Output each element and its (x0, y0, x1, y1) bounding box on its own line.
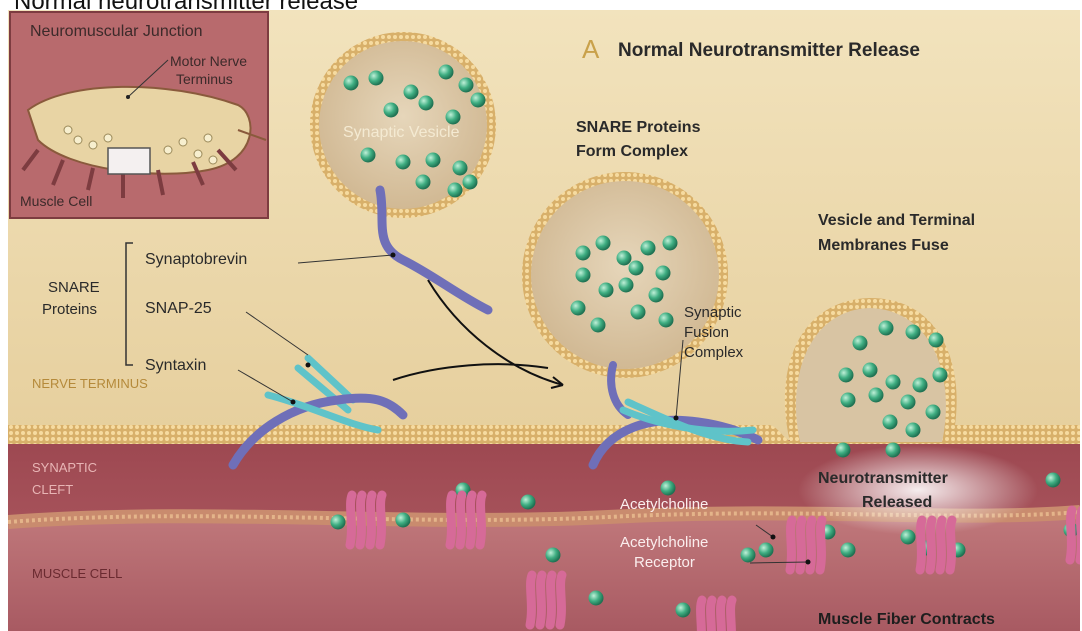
acetylcholine-molecule-2 (369, 71, 384, 86)
acetylcholine-molecule-4 (439, 65, 454, 80)
acetylcholine-molecule-31 (659, 313, 674, 328)
figure-heading: Normal Neurotransmitter Release (618, 40, 920, 61)
released-label-2: Released (862, 494, 932, 511)
synaptic-region-label: SYNAPTIC (32, 460, 97, 475)
acetylcholine-molecule-33 (879, 321, 894, 336)
acetylcholine-molecule-10 (361, 148, 376, 163)
inset-zoom-box (108, 148, 150, 174)
acetylcholine-molecule-48 (886, 443, 901, 458)
acetylcholine-molecule-32 (853, 336, 868, 351)
acetylcholine-molecule-44 (926, 405, 941, 420)
nerve-terminus-region-label: NERVE TERMINUS (32, 376, 148, 391)
acetylcholine-molecule-40 (933, 368, 948, 383)
acetylcholine-molecule-65 (676, 603, 691, 618)
snare-group-label-2: Proteins (42, 301, 97, 318)
synaptic-vesicle-label: Synaptic Vesicle (343, 124, 460, 141)
acetylcholine-molecule-58 (901, 530, 916, 545)
fuse-label-1: Vesicle and Terminal (818, 212, 975, 229)
inset-terminus-label: Terminus (176, 71, 233, 87)
acetylcholine-molecule-35 (929, 333, 944, 348)
acetylcholine-molecule-47 (836, 443, 851, 458)
acetylcholine-molecule-7 (384, 103, 399, 118)
acetylcholine-molecule-23 (656, 266, 671, 281)
acetylcholine-molecule-24 (576, 268, 591, 283)
acetylcholine-molecule-29 (591, 318, 606, 333)
inset-motor-nerve-label: Motor Nerve (170, 53, 247, 69)
acetylcholine-molecule-15 (416, 175, 431, 190)
acetylcholine-molecule-54 (396, 513, 411, 528)
inset-panel: Neuromuscular Junction Motor Nerve Termi… (10, 12, 268, 218)
acetylcholine-molecule-19 (617, 251, 632, 266)
acetylcholine-molecule-61 (1046, 473, 1061, 488)
acetylcholine-molecule-20 (641, 241, 656, 256)
fusion-complex-label-3: Complex (684, 344, 744, 361)
acetylcholine-molecule-18 (596, 236, 611, 251)
acetylcholine-molecule-26 (619, 278, 634, 293)
acetylcholine-molecule-8 (419, 96, 434, 111)
fuse-label-2: Membranes Fuse (818, 237, 949, 254)
snare-group-label-1: SNARE (48, 279, 100, 296)
acetylcholine-molecule-53 (661, 481, 676, 496)
synaptobrevin-label: Synaptobrevin (145, 251, 247, 268)
snare-complex-label-2: Form Complex (576, 143, 688, 160)
acetylcholine-molecule-28 (571, 301, 586, 316)
muscle-contracts-label: Muscle Fiber Contracts (818, 611, 995, 628)
acetylcholine-molecule-12 (426, 153, 441, 168)
acetylcholine-molecule-16 (448, 183, 463, 198)
acetylcholine-molecule-37 (863, 363, 878, 378)
acetylcholine-molecule-42 (869, 388, 884, 403)
fusion-complex-label-2: Fusion (684, 324, 729, 341)
inset-muscle-cell-label: Muscle Cell (20, 193, 92, 209)
acetylcholine-molecule-14 (463, 175, 478, 190)
acetylcholine-molecule-9 (446, 110, 461, 125)
acetylcholine-molecule-63 (741, 548, 756, 563)
panel-letter: A (582, 34, 600, 64)
acetylcholine-molecule-38 (886, 375, 901, 390)
acetylcholine-molecule-3 (404, 85, 419, 100)
acetylcholine-molecule-11 (396, 155, 411, 170)
acetylcholine-molecule-30 (631, 305, 646, 320)
snare-complex-label-1: SNARE Proteins (576, 119, 701, 136)
fusion-complex-label-1: Synaptic (684, 304, 742, 321)
acetylcholine-molecule-39 (913, 378, 928, 393)
acetylcholine-molecule-36 (839, 368, 854, 383)
acetylcholine-molecule-6 (471, 93, 486, 108)
acetylcholine-molecule-41 (841, 393, 856, 408)
acetylcholine-molecule-43 (901, 395, 916, 410)
acetylcholine-molecule-13 (453, 161, 468, 176)
acetylcholine-molecule-5 (459, 78, 474, 93)
acetylcholine-molecule-46 (906, 423, 921, 438)
acetylcholine-molecule-55 (331, 515, 346, 530)
acetylcholine-molecule-25 (599, 283, 614, 298)
acetylcholine-molecule-50 (521, 495, 536, 510)
acetylcholine-molecule-21 (663, 236, 678, 251)
acetylcholine-molecule-51 (546, 548, 561, 563)
syntaxin-label: Syntaxin (145, 357, 206, 374)
neurotransmitter-release-figure: Neuromuscular Junction Motor Nerve Termi… (8, 10, 1080, 631)
acetylcholine-molecule-34 (906, 325, 921, 340)
acetylcholine-molecule-1 (344, 76, 359, 91)
acetylcholine-receptor-7 (1070, 510, 1080, 560)
muscle-cell-region-label: MUSCLE CELL (32, 566, 122, 581)
inset-title: Neuromuscular Junction (30, 23, 203, 40)
acetylcholine-label: Acetylcholine (620, 496, 708, 513)
receptor-label-1: Acetylcholine (620, 534, 708, 551)
acetylcholine-molecule-17 (576, 246, 591, 261)
released-label-1: Neurotransmitter (818, 470, 948, 487)
snap25-label: SNAP-25 (145, 300, 212, 317)
acetylcholine-molecule-64 (759, 543, 774, 558)
acetylcholine-molecule-22 (629, 261, 644, 276)
acetylcholine-molecule-45 (883, 415, 898, 430)
acetylcholine-molecule-57 (841, 543, 856, 558)
receptor-label-2: Receptor (634, 554, 695, 571)
acetylcholine-molecule-52 (589, 591, 604, 606)
acetylcholine-molecule-27 (649, 288, 664, 303)
cleft-region-label: CLEFT (32, 482, 73, 497)
